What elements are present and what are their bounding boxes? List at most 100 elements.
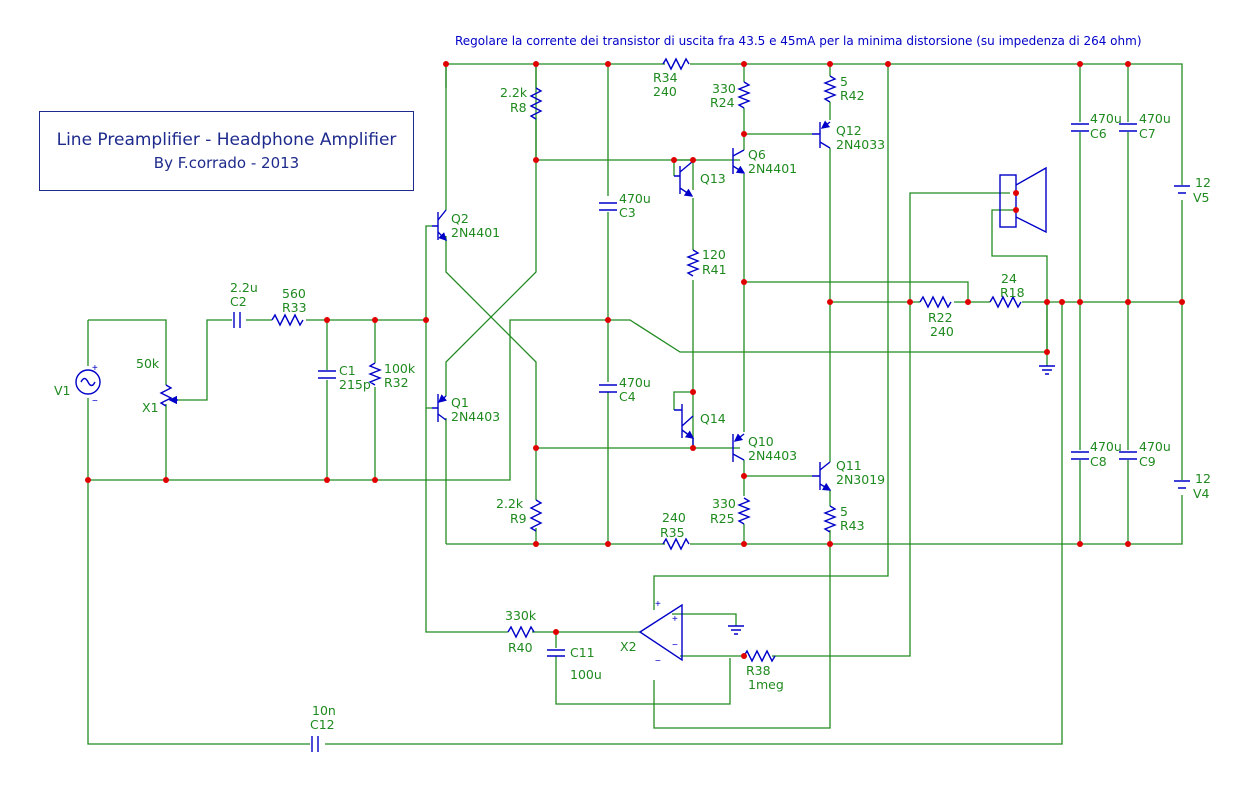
c6-capacitor	[1071, 123, 1089, 132]
c6-ref: C6	[1090, 126, 1107, 141]
r18-value: 24	[1001, 271, 1017, 286]
q2-value: 2N4401	[451, 225, 500, 240]
header-note: Regolare la corrente dei transistor di u…	[455, 34, 1142, 48]
c7-capacitor	[1119, 123, 1137, 132]
c2-ref: C2	[230, 294, 247, 309]
r43-value: 5	[840, 504, 848, 519]
r18-ref: R18	[1000, 285, 1025, 300]
r33-ref: R33	[282, 300, 307, 315]
v1-ac-source: + −	[75, 363, 101, 407]
r38-value: 1meg	[748, 677, 784, 692]
r24-ref: R24	[710, 95, 735, 110]
c7-ref: C7	[1139, 126, 1156, 141]
c9-capacitor	[1119, 451, 1137, 460]
r43-ref: R43	[840, 518, 865, 533]
q12-ref: Q12	[836, 123, 862, 138]
c12-capacitor	[311, 736, 319, 752]
r41-value: 120	[702, 247, 726, 262]
r34-ref: R34	[653, 70, 678, 85]
c4-value: 470u	[619, 375, 651, 390]
r9-resistor	[529, 499, 543, 532]
r43-resistor	[823, 505, 837, 533]
title-box: Line Preamplifier - Headphone Amplifier …	[39, 111, 414, 191]
x1-ref: X1	[142, 400, 159, 415]
v5-battery	[1174, 185, 1190, 194]
r22-resistor	[919, 295, 952, 309]
v5-ref: V5	[1193, 190, 1210, 205]
x2-ref: X2	[620, 639, 637, 654]
r42-resistor	[823, 75, 837, 103]
c6-value: 470u	[1090, 111, 1122, 126]
c4-ref: C4	[619, 389, 636, 404]
q13-transistor	[674, 161, 694, 197]
svg-text:−: −	[672, 640, 678, 651]
q11-value: 2N3019	[836, 472, 885, 487]
q13-ref: Q13	[700, 171, 726, 186]
r40-resistor	[507, 625, 535, 639]
r35-value: 240	[662, 510, 686, 525]
r32-ref: R32	[384, 375, 409, 390]
r8-ref: R8	[510, 100, 527, 115]
svg-text:+: +	[655, 599, 661, 610]
r9-ref: R9	[510, 511, 527, 526]
q2-ref: Q2	[451, 211, 469, 226]
x2-opamp: + + − −	[638, 599, 683, 667]
r40-value: 330k	[505, 608, 537, 623]
r24-resistor	[737, 81, 751, 109]
x1-potentiometer	[159, 384, 178, 407]
v4-value: 12	[1195, 471, 1211, 486]
r41-resistor	[686, 249, 700, 277]
diagram-title: Line Preamplifier - Headphone Amplifier	[56, 130, 397, 150]
c1-ref: C1	[339, 363, 356, 378]
r18-resistor	[989, 295, 1022, 309]
r34-resistor	[662, 57, 690, 71]
r24-value: 330	[712, 81, 736, 96]
r22-ref: R22	[928, 310, 953, 325]
headphone-speaker-icon	[999, 166, 1047, 234]
x1-value: 50k	[136, 356, 160, 371]
q6-transistor	[732, 148, 746, 174]
v5-value: 12	[1195, 175, 1211, 190]
q11-transistor	[812, 461, 832, 491]
c2-value: 2.2u	[230, 280, 258, 295]
q2-transistor	[432, 209, 446, 240]
r25-resistor	[737, 497, 751, 525]
q11-ref: Q11	[836, 458, 862, 473]
c4-capacitor	[599, 384, 617, 393]
svg-text:+: +	[92, 363, 98, 374]
v4-ref: V4	[1193, 486, 1210, 501]
c8-capacitor	[1071, 451, 1089, 460]
c7-value: 470u	[1139, 111, 1171, 126]
c3-ref: C3	[619, 205, 636, 220]
r35-resistor	[662, 537, 690, 551]
q12-value: 2N4033	[836, 137, 885, 152]
q6-ref: Q6	[748, 147, 766, 162]
q10-ref: Q10	[748, 434, 774, 449]
r25-ref: R25	[710, 511, 735, 526]
c3-capacitor	[599, 202, 617, 211]
diagram-byline: By F.corrado - 2013	[153, 154, 300, 172]
c1-value: 215p	[339, 377, 371, 392]
r35-ref: R35	[660, 525, 685, 540]
q1-ref: Q1	[451, 395, 469, 410]
c9-ref: C9	[1139, 454, 1156, 469]
q10-value: 2N4403	[748, 448, 797, 463]
ground-icon-opamp	[728, 625, 744, 635]
r38-resistor	[743, 649, 776, 663]
c3-value: 470u	[619, 191, 651, 206]
v1-ref: V1	[54, 383, 71, 398]
svg-text:−: −	[655, 656, 661, 667]
r32-value: 100k	[384, 361, 416, 376]
q1-value: 2N4403	[451, 409, 500, 424]
r25-value: 330	[712, 496, 736, 511]
q10-transistor	[732, 433, 745, 462]
c12-ref: C12	[310, 717, 335, 732]
r40-ref: R40	[508, 640, 533, 655]
c12-value: 10n	[312, 703, 336, 718]
r32-resistor	[368, 362, 382, 386]
q6-value: 2N4401	[748, 161, 797, 176]
q1-transistor	[432, 394, 448, 422]
r22-value: 240	[930, 324, 954, 339]
r42-ref: R42	[840, 88, 865, 103]
